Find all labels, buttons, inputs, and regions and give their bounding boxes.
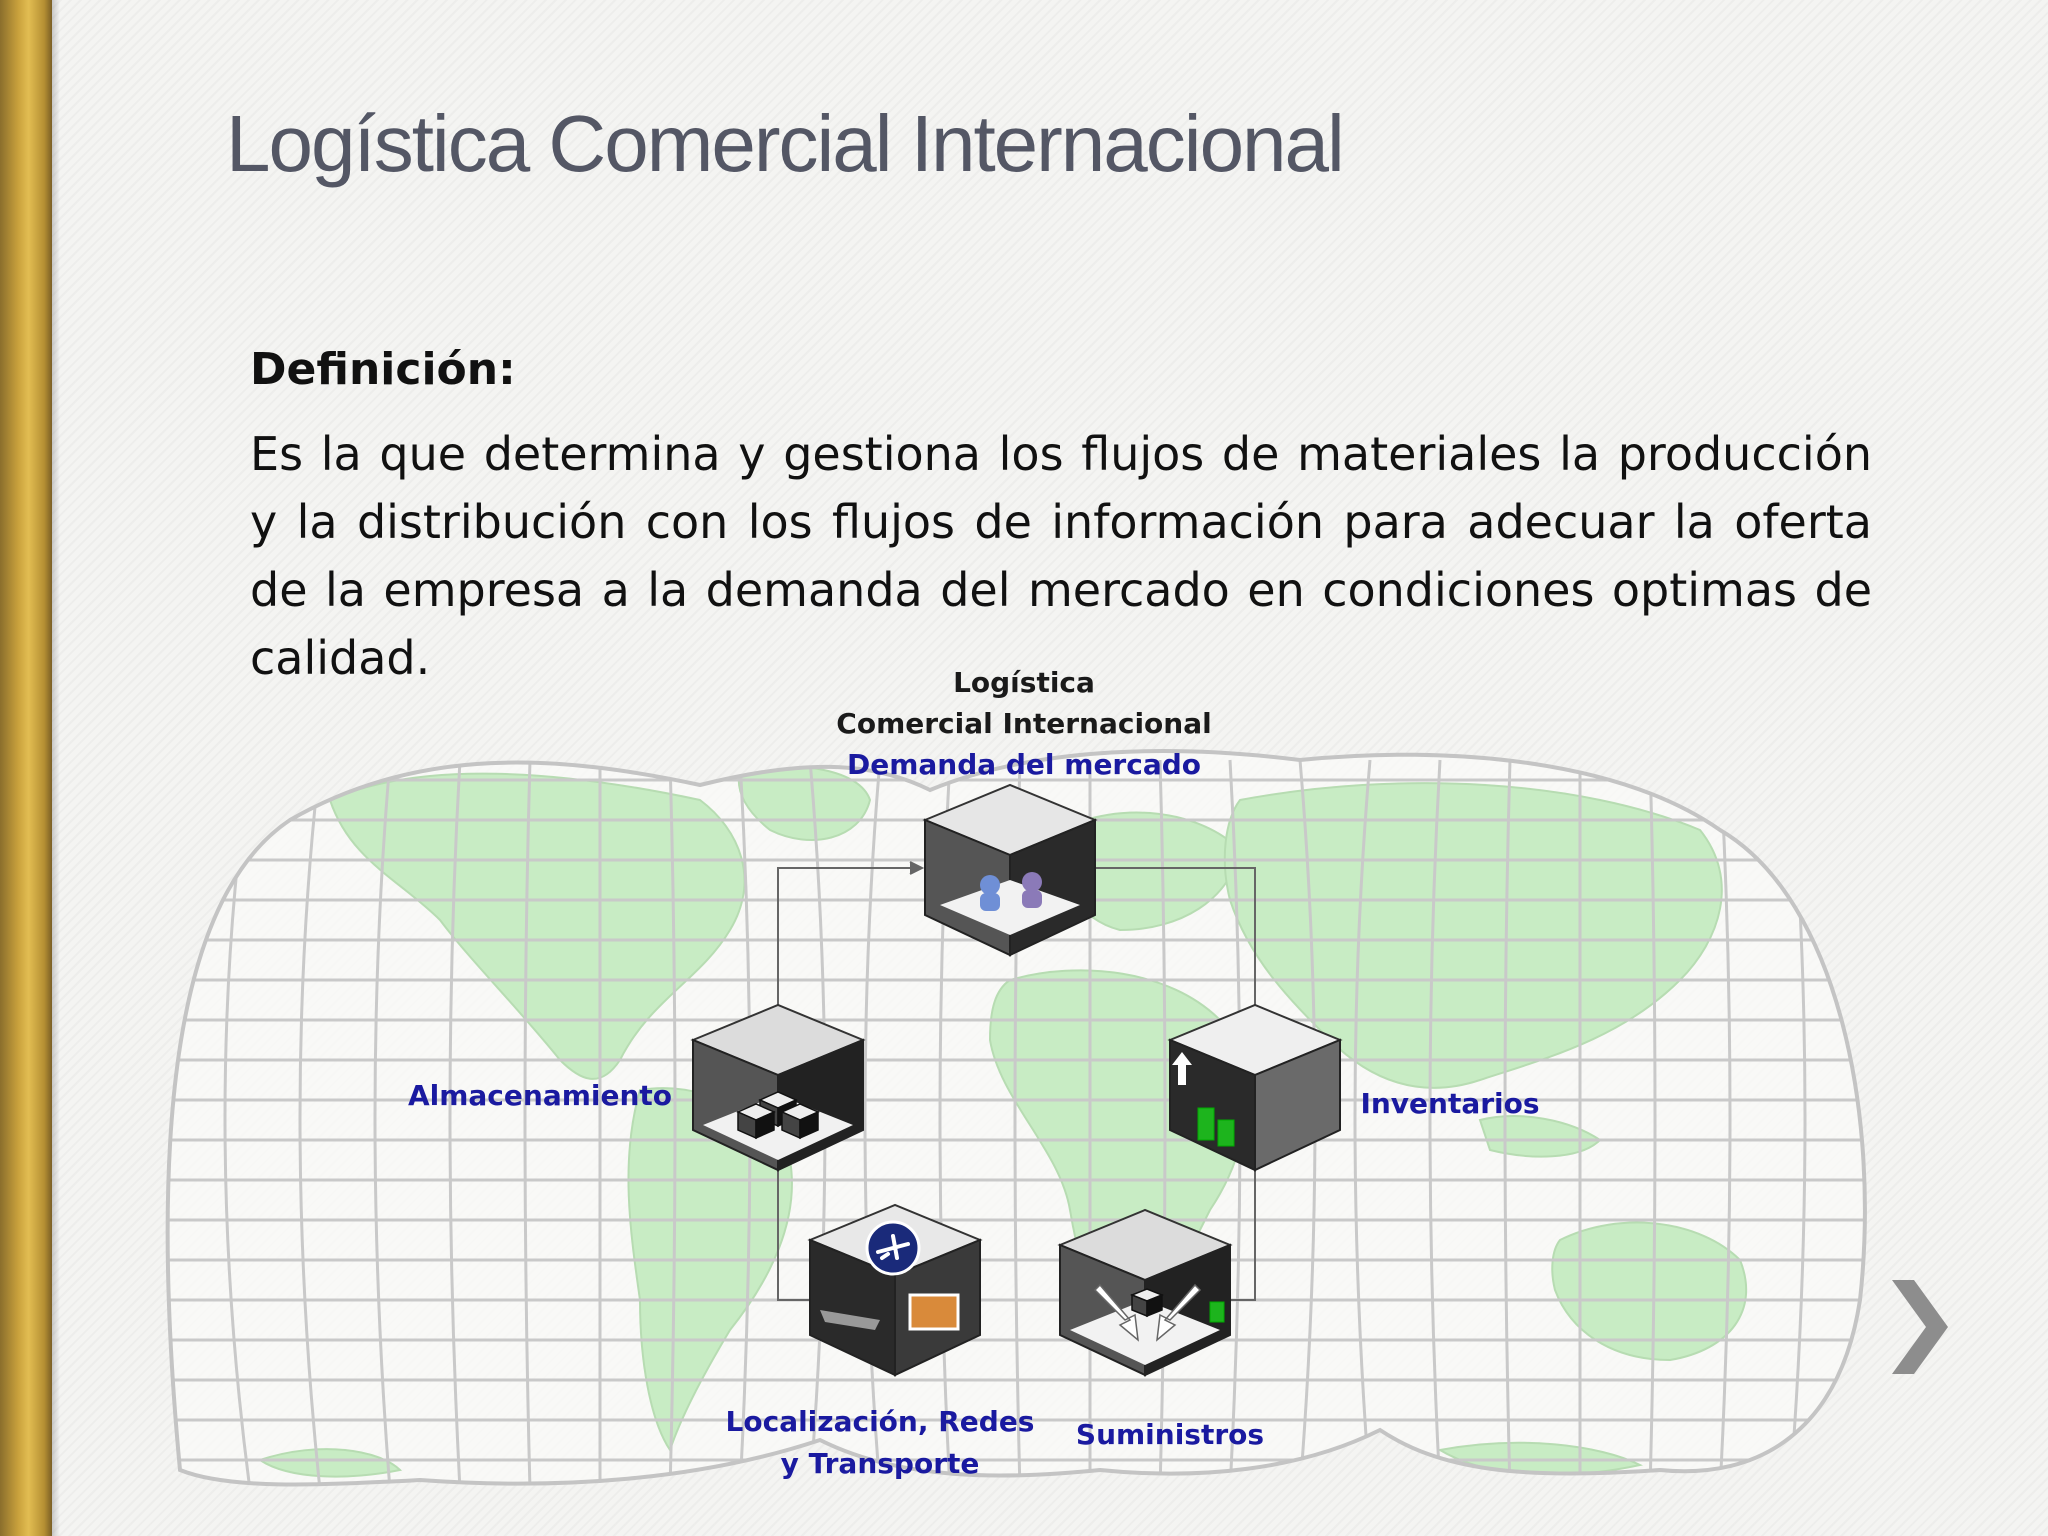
antarctica-left (257, 1448, 403, 1478)
world-map (167, 751, 1865, 1485)
australia (1551, 1221, 1748, 1362)
inventory-cube (1167, 1003, 1343, 1172)
demand-cube (922, 783, 1098, 957)
label-demand: Demanda del mercado (846, 748, 1202, 781)
definition-label: Definición: (250, 344, 516, 395)
label-supplies: Suministros (1075, 1418, 1265, 1451)
label-storage: Almacenamiento (407, 1079, 673, 1112)
inbound-arrow-left-icon (1093, 1283, 1139, 1342)
side-decorative-bar (0, 0, 60, 1536)
label-transport-line1: Localización, Redes (725, 1405, 1035, 1438)
diagram-center-title-line1: Logística (953, 666, 1095, 699)
arrow-head (909, 861, 925, 875)
ship-icon (820, 1310, 880, 1330)
supplies-cube (1057, 1208, 1233, 1377)
transport-cube (807, 1203, 983, 1377)
inventory-bars (1197, 1107, 1215, 1141)
globe-outline (165, 749, 1867, 1487)
definition-text: Es la que determina y gestiona los flujo… (250, 427, 1872, 685)
slide-title: Logística Comercial Internacional (226, 99, 1345, 188)
label-inventory: Inventarios (1360, 1087, 1540, 1120)
storage-cube (690, 1003, 866, 1172)
diagram-center-title-line2: Comercial Internacional (836, 707, 1212, 740)
connector-lines (777, 861, 1256, 1301)
truck-photo (908, 1293, 960, 1331)
label-transport-line2: y Transporte (780, 1447, 980, 1480)
inbound-arrow-right-icon (1156, 1283, 1202, 1342)
supply-bars (1209, 1301, 1225, 1323)
up-arrow-icon (1172, 1052, 1192, 1085)
chevron-right-icon[interactable] (1884, 1272, 1954, 1382)
person-purple (1022, 872, 1042, 892)
stacked-boxes (736, 1091, 820, 1140)
person-blue (980, 875, 1000, 895)
